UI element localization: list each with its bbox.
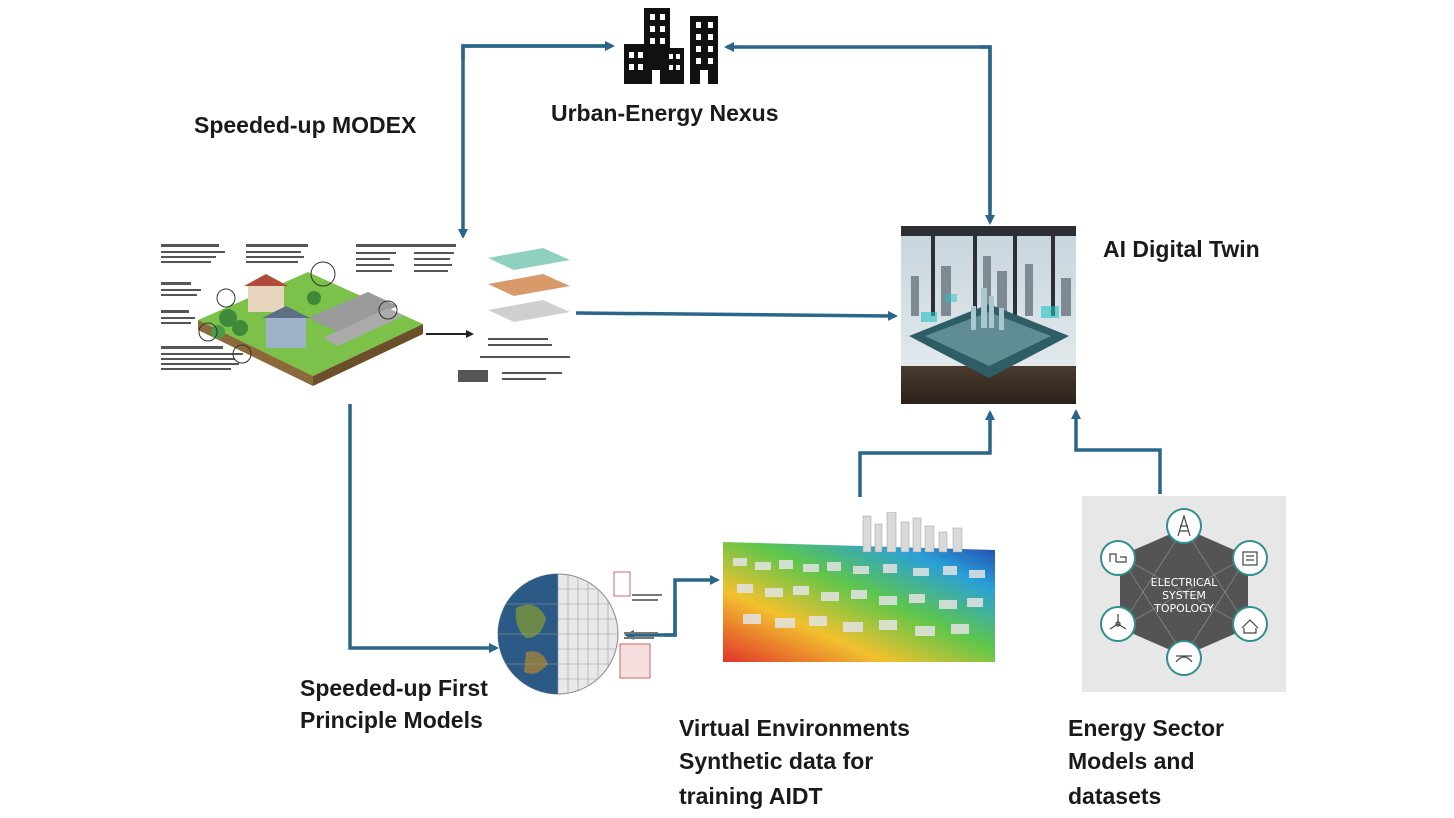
arrow-virtual-to-twin xyxy=(858,410,995,497)
topology-label-line1: ELECTRICAL xyxy=(1151,576,1219,589)
energy-sector-title-line2: Models and xyxy=(1068,748,1195,774)
topology-label-line2: SYSTEM xyxy=(1162,589,1206,602)
modex-infographic xyxy=(158,238,576,388)
globe-model-image xyxy=(497,571,662,695)
virtual-env-title-line1: Virtual Environments xyxy=(679,715,910,741)
arrow-modex-to-nexus xyxy=(461,41,615,60)
first-principle-title-line1: Speeded-up First xyxy=(300,675,488,701)
ai-digital-twin-title: AI Digital Twin xyxy=(1103,236,1260,262)
topology-label-line3: TOPOLOGY xyxy=(1153,602,1214,615)
virtual-environment-image xyxy=(723,512,995,662)
virtual-env-title-line3: training AIDT xyxy=(679,783,823,809)
arrow-modex-to-twin xyxy=(575,310,898,321)
arrow-nexus-to-twin xyxy=(980,45,995,225)
electrical-topology-image: ELECTRICAL SYSTEM TOPOLOGY xyxy=(1082,496,1286,692)
modex-title: Speeded-up MODEX xyxy=(194,112,417,138)
energy-sector-title-line3: datasets xyxy=(1068,783,1162,809)
city-buildings-icon xyxy=(624,8,718,84)
urban-energy-nexus-title: Urban-Energy Nexus xyxy=(551,100,779,126)
arrow-nexus-to-modex xyxy=(458,44,606,239)
first-principle-title-line2: Principle Models xyxy=(300,707,483,733)
arrow-first-principle-to-virtual xyxy=(664,575,720,637)
arrow-modex-to-first-principle xyxy=(348,404,499,653)
arrow-virtual-to-first-principle xyxy=(624,600,677,640)
ai-digital-twin-image xyxy=(901,226,1076,404)
energy-sector-title-line1: Energy Sector xyxy=(1068,715,1224,741)
virtual-env-title-line2: Synthetic data for xyxy=(679,748,874,774)
arrow-energy-to-twin xyxy=(1071,409,1162,494)
